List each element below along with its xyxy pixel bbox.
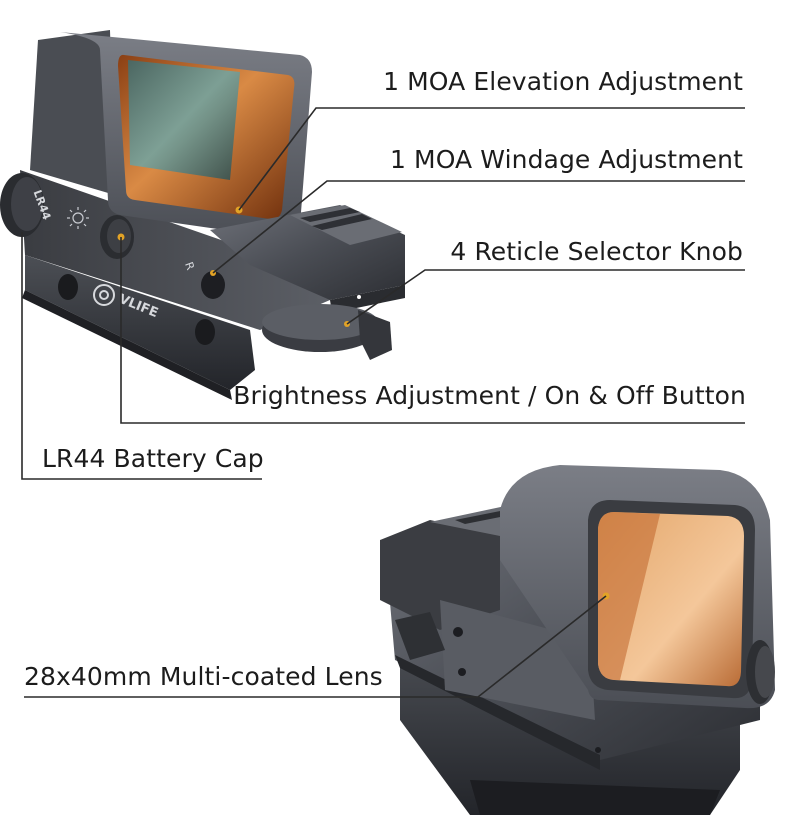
- bottom-sight: [380, 465, 775, 815]
- battery-cap-label: LR44 Battery Cap: [42, 444, 264, 473]
- lens-label: 28x40mm Multi-coated Lens: [24, 662, 383, 691]
- brightness-adjustment-label: Brightness Adjustment / On & Off Button: [233, 381, 746, 410]
- windage-mark: R: [182, 260, 197, 272]
- brightness-leader: [120, 237, 745, 424]
- lens-leader: [24, 595, 607, 698]
- reticle-leader: [346, 269, 745, 325]
- elevation-adjustment-label: 1 MOA Elevation Adjustment: [383, 67, 743, 96]
- battery-leader: [21, 232, 262, 480]
- windage-leader: [212, 180, 745, 274]
- brightness-sun-icon: [67, 207, 89, 229]
- elevation-leader: [238, 107, 745, 211]
- windage-screw: [201, 271, 225, 299]
- callout-leader-lines: [21, 107, 745, 698]
- top-sight: LR44 R VLIFE: [0, 30, 405, 400]
- windage-adjustment-label: 1 MOA Windage Adjustment: [390, 145, 743, 174]
- reticle-selector-label: 4 Reticle Selector Knob: [450, 237, 743, 266]
